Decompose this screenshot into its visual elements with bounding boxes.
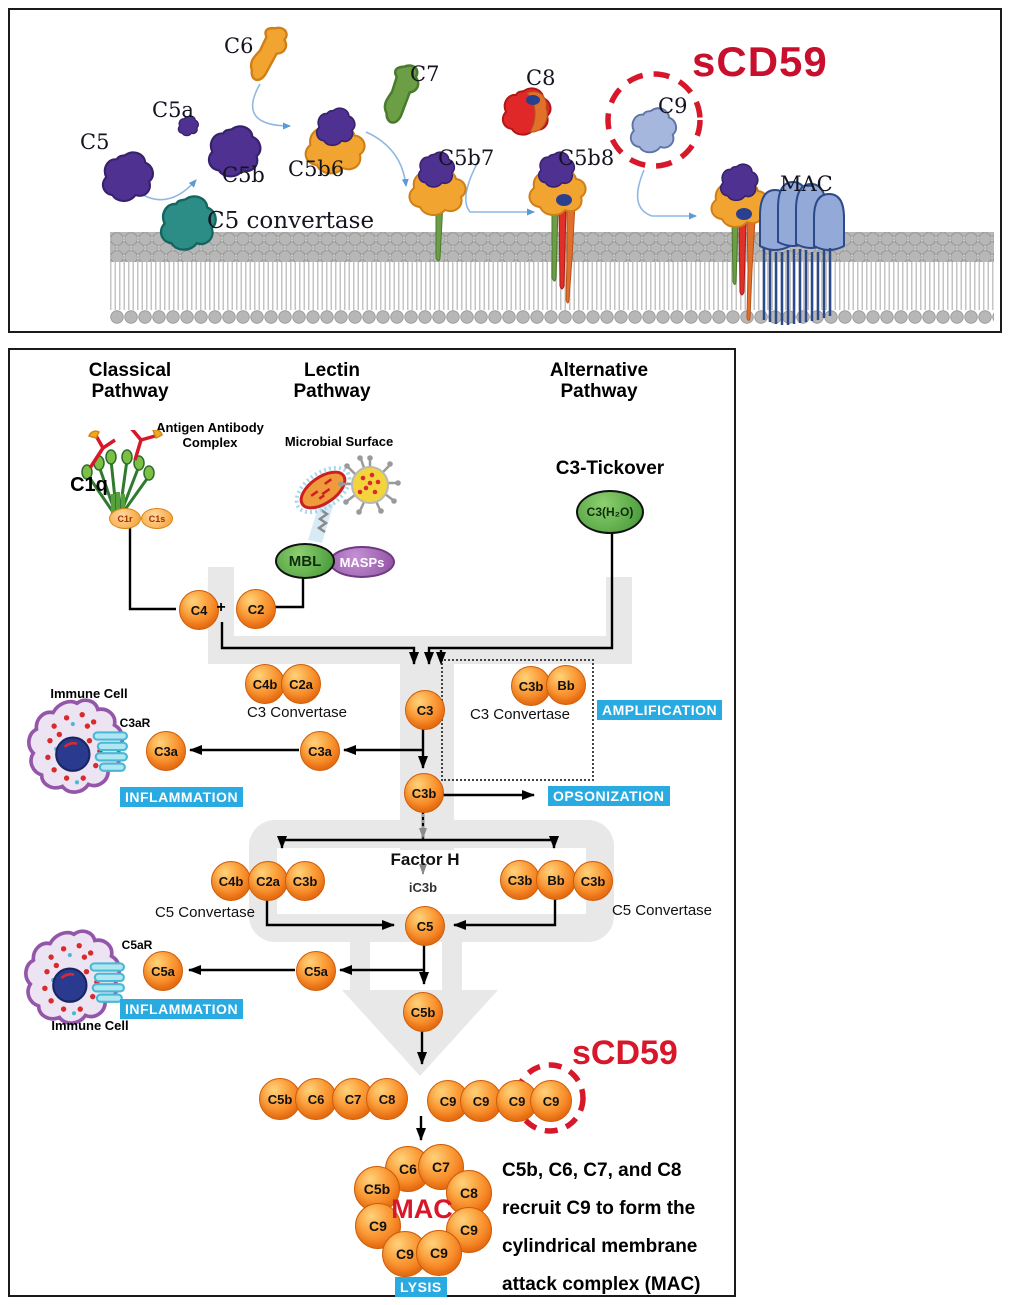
- label-c8: C8: [526, 66, 556, 90]
- immune-cell-graphic-2: [24, 929, 125, 1025]
- c5-protein-shape: [101, 151, 154, 203]
- immune-cell-graphic-1: [27, 698, 128, 794]
- node-c2a: C2a: [281, 664, 321, 704]
- node-c2a-2: C2a: [248, 861, 288, 901]
- c5-convertase-label-left: C5 Convertase: [154, 904, 256, 921]
- c8-protein-shape: [501, 87, 552, 136]
- label-c5b8: C5b8: [558, 146, 615, 170]
- node-c5a-mid: C5a: [296, 951, 336, 991]
- node-ring-c5b: C5b: [354, 1166, 400, 1212]
- node-c3b: C3b: [404, 773, 444, 813]
- node-row-c9-2: C9: [460, 1080, 502, 1122]
- node-c4b: C4b: [245, 664, 285, 704]
- mac-label-bottom: MAC: [391, 1194, 453, 1224]
- microbes-graphic: [294, 455, 401, 543]
- c6-protein-shape: [246, 21, 292, 87]
- label-c5-convertase: C5 convertase: [207, 208, 375, 234]
- node-row-c8: C8: [366, 1078, 408, 1120]
- node-c5: C5: [405, 906, 445, 946]
- node-c4: C4: [179, 590, 219, 630]
- mac-complex-shape: [710, 163, 845, 325]
- c3ar-label: C3aR: [119, 716, 151, 730]
- c3-convertase-label-right: C3 Convertase: [469, 706, 571, 723]
- scd59-title: sCD59: [692, 38, 828, 85]
- node-c2: C2: [236, 589, 276, 629]
- lipid-bilayer-bottom-heads: [110, 310, 994, 326]
- node-row-c9-4: C9: [530, 1080, 572, 1122]
- scd59-blocking-circle-bottom: [514, 1062, 586, 1134]
- ic3b-label: iC3b: [408, 880, 438, 895]
- node-c3a-left: C3a: [146, 731, 186, 771]
- scd59-blocking-circle: [605, 71, 703, 169]
- c5-convertase-label-right: C5 Convertase: [611, 902, 713, 919]
- c1q-complex-graphic: [81, 430, 163, 522]
- mac-pore-shape: [759, 180, 845, 325]
- node-row-c9-1: C9: [427, 1080, 469, 1122]
- label-c9: C9: [658, 94, 688, 118]
- c1r-oval: C1r: [109, 508, 141, 529]
- node-ring-c9-4: C9: [416, 1230, 462, 1276]
- mac-description-note: C5b, C6, C7, and C8 recruit C9 to form t…: [502, 1160, 701, 1295]
- node-bb-right: Bb: [536, 860, 576, 900]
- connector-layer: [128, 527, 614, 1141]
- reaction-arrows: [137, 83, 697, 220]
- node-c3a-mid: C3a: [300, 731, 340, 771]
- mac-assembly-panel: C5 C5a C5b C6 C5b6 C7 C5b7 C8 C5b8 C9 MA…: [8, 8, 1002, 333]
- node-row-c6: C6: [295, 1078, 337, 1120]
- tickover-label: C3-Tickover: [555, 458, 665, 479]
- amplification-badge: AMPLIFICATION: [597, 700, 723, 720]
- label-c5: C5: [80, 130, 110, 154]
- label-c6: C6: [224, 34, 254, 58]
- node-c3b-right2: C3b: [573, 861, 613, 901]
- node-c5b: C5b: [403, 992, 443, 1032]
- c5ar-label: C5aR: [121, 938, 153, 952]
- node-c5a-left: C5a: [143, 951, 183, 991]
- big-arrow-left-bar: [350, 942, 370, 994]
- node-c3b-right1: C3b: [500, 860, 540, 900]
- masps-oval: MASPs: [329, 546, 395, 578]
- c3h2o-oval: C3(H₂O): [576, 490, 644, 534]
- node-c3b-left3: C3b: [285, 861, 325, 901]
- header-alternative: Alternative Pathway: [549, 360, 649, 402]
- c5b8-complex-shape: [528, 151, 587, 304]
- factor-h-label: Factor H: [390, 850, 460, 869]
- label-c1q: C1q: [70, 474, 108, 496]
- big-arrow-right-bar: [442, 942, 462, 994]
- label-c5b7: C5b7: [438, 146, 495, 170]
- node-c4b-2: C4b: [211, 861, 251, 901]
- scd59-label-bottom: sCD59: [572, 1034, 678, 1072]
- node-row-c5b: C5b: [259, 1078, 301, 1120]
- node-c3b-amp: C3b: [511, 666, 551, 706]
- label-mac: MAC: [780, 172, 833, 196]
- immune-cell-label-2: Immune Cell: [51, 1018, 129, 1033]
- antigen-antibody-label: Antigen Antibody Complex: [156, 420, 264, 450]
- lysis-badge: LYSIS: [395, 1277, 447, 1297]
- header-classical: Classical Pathway: [88, 360, 172, 402]
- microbial-surface-label: Microbial Surface: [284, 434, 394, 449]
- label-c5b: C5b: [222, 163, 265, 187]
- inflammation-badge-2: INFLAMMATION: [120, 999, 244, 1019]
- c5b7-complex-shape: [408, 151, 467, 262]
- inflammation-badge-1: INFLAMMATION: [120, 787, 244, 807]
- opsonization-badge: OPSONIZATION: [548, 786, 670, 806]
- label-c5a: C5a: [152, 98, 194, 122]
- node-c3: C3: [405, 690, 445, 730]
- immune-cell-label-1: Immune Cell: [50, 686, 128, 701]
- mbl-oval: MBL: [275, 543, 335, 579]
- c1s-oval: C1s: [141, 508, 173, 529]
- header-lectin: Lectin Pathway: [293, 360, 371, 402]
- label-c5b6: C5b6: [288, 157, 345, 181]
- c3-convertase-label-left: C3 Convertase: [246, 704, 348, 721]
- plus-sign: +: [216, 599, 226, 616]
- label-c7: C7: [410, 62, 440, 86]
- protein-shapes-layer: [101, 21, 845, 325]
- node-bb-amp: Bb: [546, 665, 586, 705]
- complement-pathways-panel: Classical Pathway Lectin Pathway Alterna…: [8, 348, 736, 1297]
